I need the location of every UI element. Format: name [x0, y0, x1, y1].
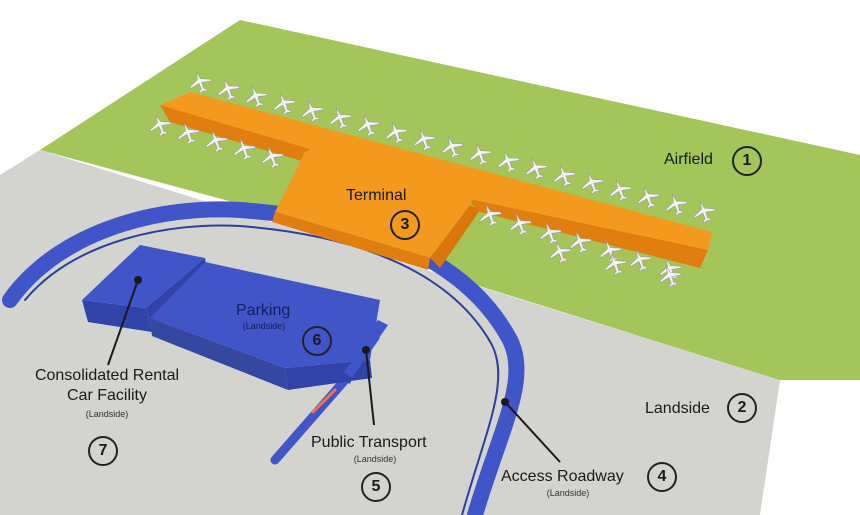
access-roadway-sublabel: (Landside): [546, 488, 590, 498]
terminal-building: [160, 92, 712, 270]
aircraft-icon: [441, 136, 464, 159]
parking-number-badge: 6: [302, 326, 332, 356]
landside-label: Landside: [645, 400, 710, 417]
landside-number-badge: 2: [727, 393, 757, 423]
parking-label: Parking: [236, 302, 291, 319]
aircraft-icon: [273, 93, 296, 116]
rental-sublabel: (Landside): [85, 409, 129, 419]
aircraft-icon: [604, 253, 627, 276]
public-transport-station: [342, 320, 388, 384]
aircraft-icon: [497, 150, 520, 173]
aircraft-icon: [539, 222, 562, 245]
aircraft-icon: [385, 121, 408, 145]
public-transport-sublabel: (Landside): [353, 454, 397, 464]
aircraft-icon: [609, 179, 632, 202]
aircraft-icon: [693, 201, 716, 224]
parking-sublabel: (Landside): [242, 321, 286, 331]
aircraft-icon: [469, 143, 492, 166]
public-transport-label: Public Transport: [311, 434, 427, 451]
public-transport-number-badge: 5: [361, 472, 391, 502]
aircraft-icon: [637, 186, 660, 209]
aircraft-icon: [509, 213, 532, 236]
aircraft-icon: [301, 100, 324, 123]
aircraft-icon: [553, 165, 576, 188]
aircraft-icon: [149, 114, 172, 137]
aircraft-icon: [245, 85, 268, 109]
transport-leader: [365, 349, 375, 426]
aircraft-icon: [479, 204, 502, 227]
terminal-number-badge: 3: [390, 210, 420, 240]
aircraft-icon: [205, 130, 228, 153]
aircraft-icon: [525, 157, 548, 181]
terminal-label: Terminal: [346, 187, 407, 204]
aircraft-icon: [329, 107, 352, 130]
access-roadway-label: Access Roadway: [501, 468, 624, 485]
aircraft-icon: [357, 114, 380, 137]
aircraft-icon: [581, 172, 604, 195]
aircraft-icon: [665, 193, 688, 217]
aircraft-icon: [629, 249, 652, 272]
aircraft-icon: [413, 129, 436, 152]
aircraft-icon: [659, 265, 682, 288]
aircraft-icon: [569, 231, 592, 254]
aircraft-icon: [261, 146, 284, 169]
aircraft-icon: [177, 122, 200, 145]
aircraft-group: [149, 71, 716, 288]
rental-label-line1: Consolidated Rental: [34, 367, 180, 384]
roadway-leader: [504, 401, 561, 463]
aircraft-icon: [233, 138, 256, 161]
rental-number-badge: 7: [88, 436, 118, 466]
rental-label-line2: Car Facility: [66, 387, 147, 404]
aircraft-icon: [217, 78, 240, 101]
aircraft-icon: [659, 258, 682, 281]
aircraft-icon: [189, 71, 212, 94]
aircraft-icon: [549, 241, 572, 264]
rental-leader: [107, 279, 139, 366]
airfield-label: Airfield: [664, 151, 713, 168]
access-roadway-number-badge: 4: [647, 462, 677, 492]
landside-ground: [0, 150, 780, 515]
airfield-number-badge: 1: [732, 146, 762, 176]
